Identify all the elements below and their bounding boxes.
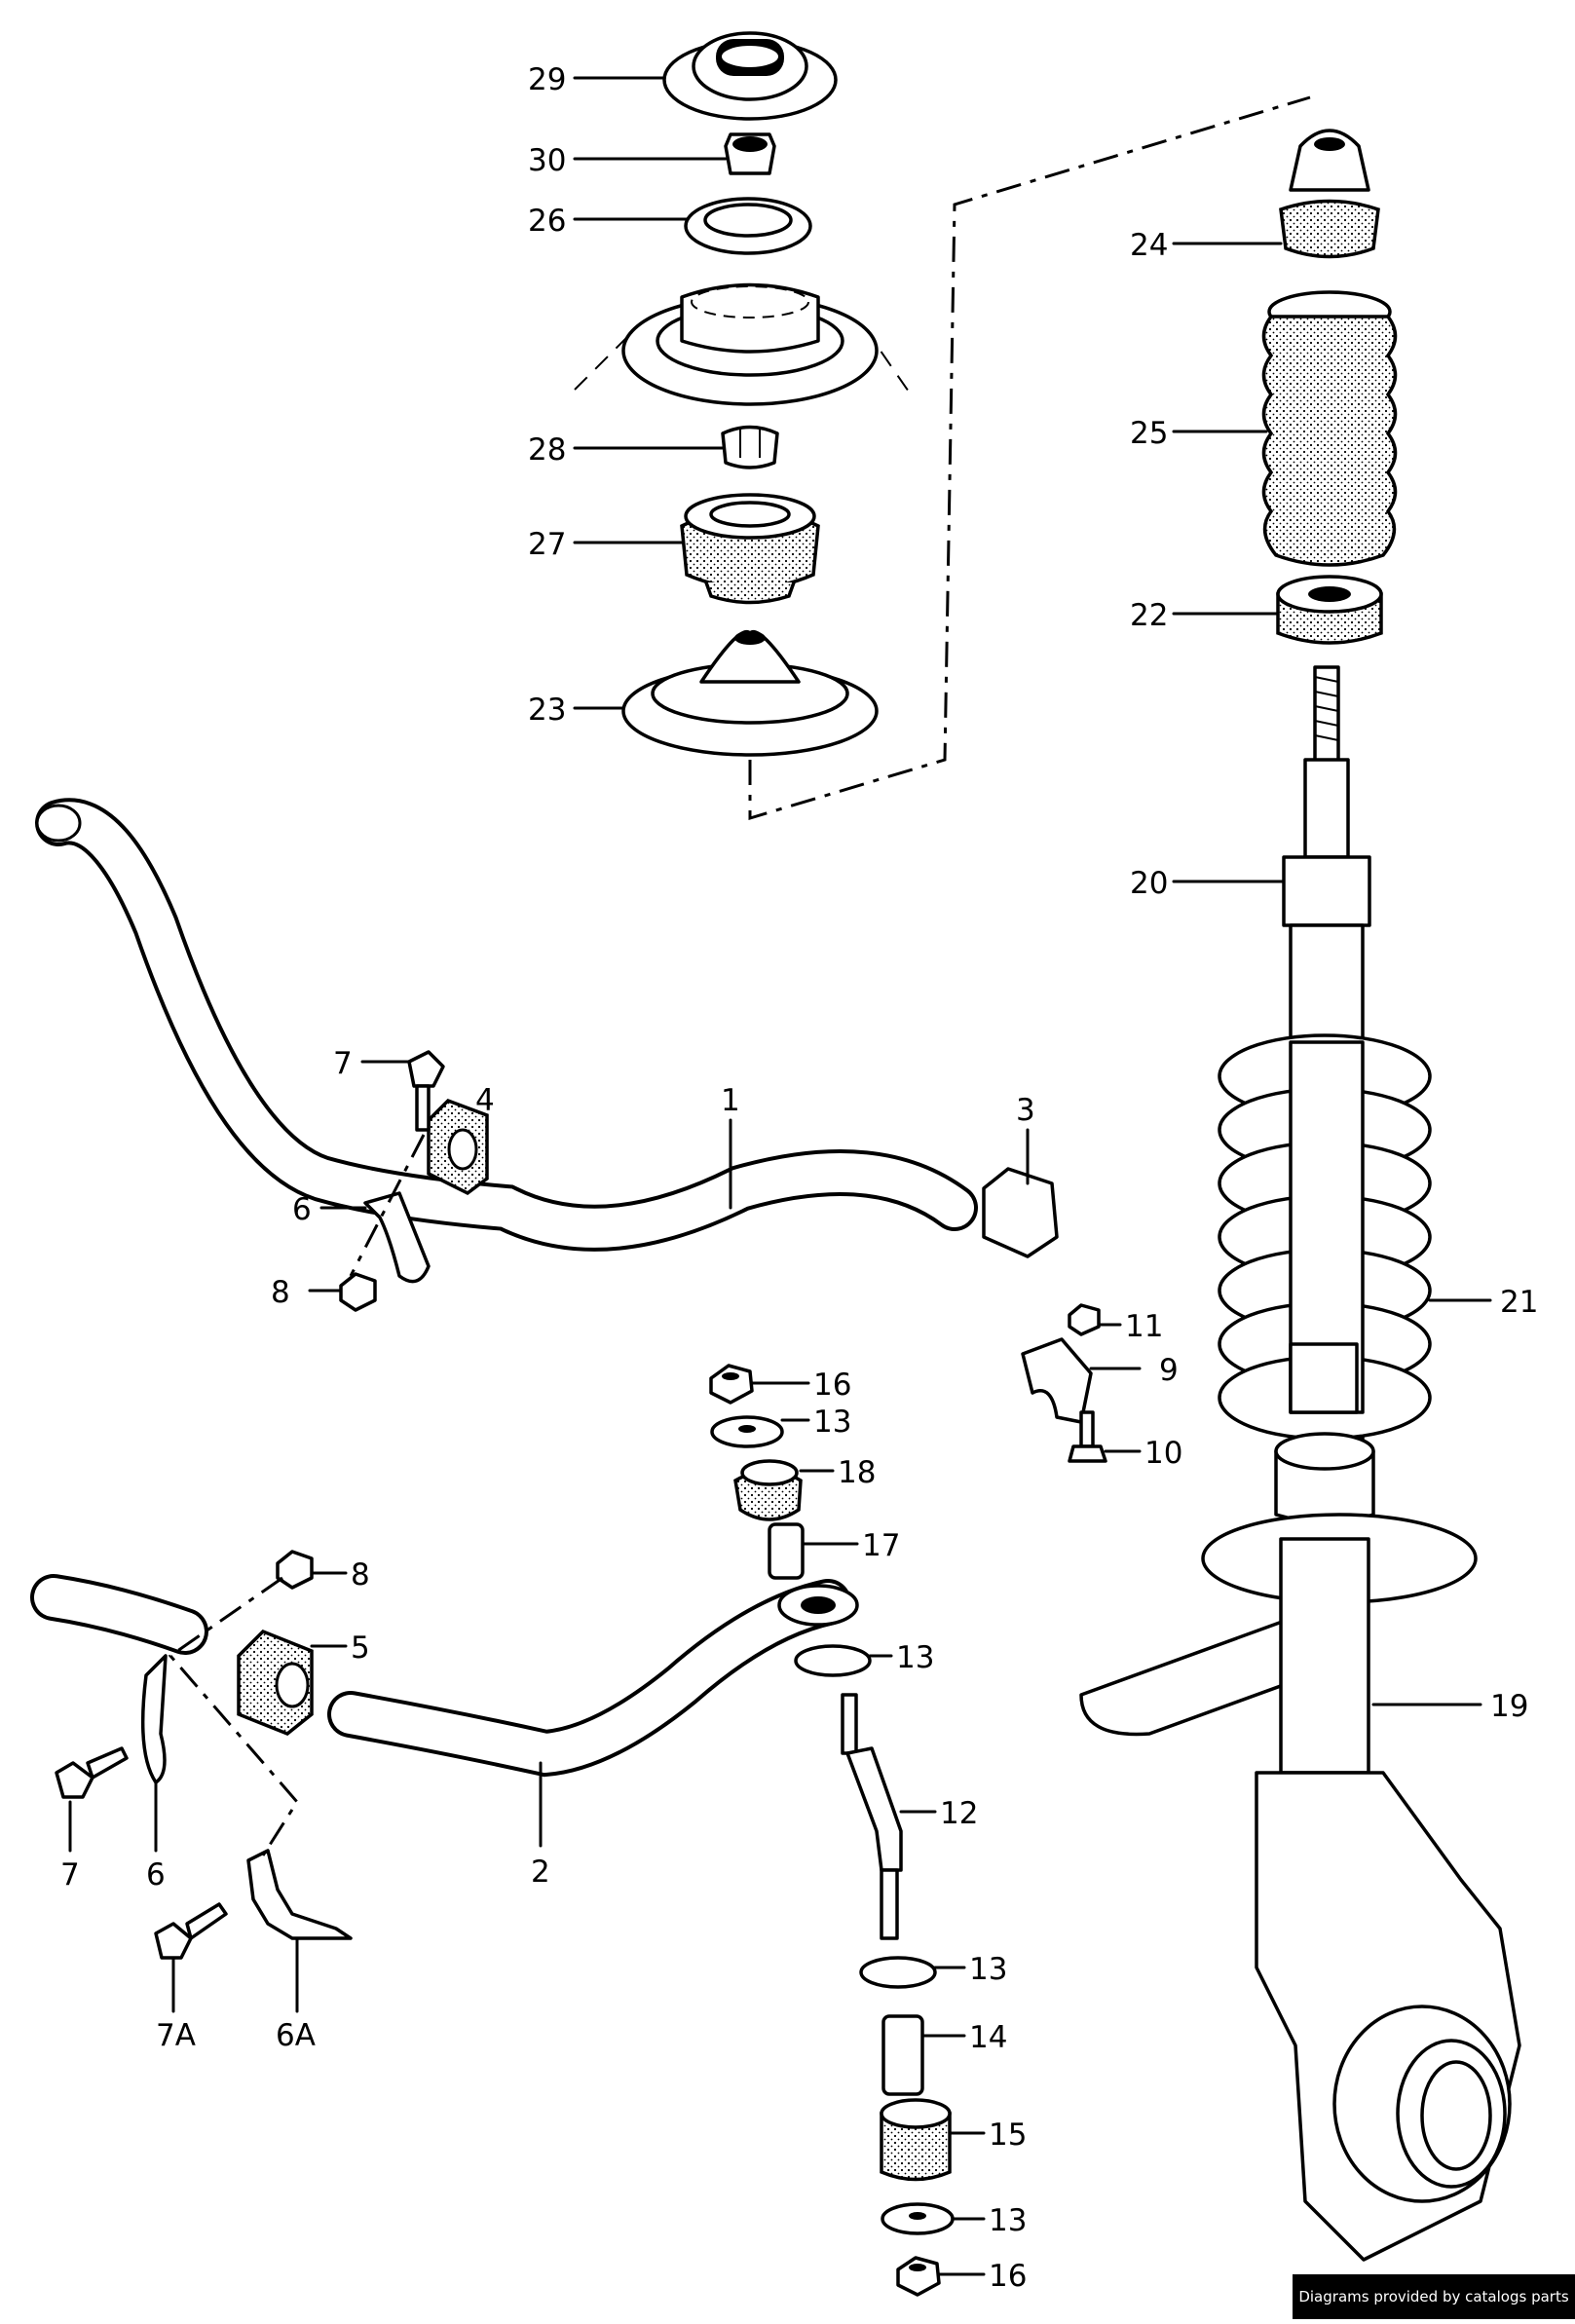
part-21-coil-spring [1218,1033,1432,1441]
callout-8-lower: 8 [351,1557,370,1593]
callout-23: 23 [528,693,566,728]
callout-30: 30 [528,143,566,178]
part-7A-bolt [154,1902,228,1960]
part-24-bump-stop [1279,129,1380,259]
callout-13-mid: 13 [896,1640,934,1675]
part-8b-nut [276,1550,314,1590]
callout-13-bottom: 13 [989,2203,1027,2238]
part-25-dust-boot [1261,290,1398,567]
part-19-strut-housing [1079,1432,1521,2262]
callout-11: 11 [1125,1309,1163,1344]
callout-13-low: 13 [969,1952,1007,1987]
bar2-assembly-line [168,1576,299,1856]
callout-25: 25 [1130,416,1168,451]
callout-12: 12 [940,1796,978,1831]
part-28-sleeve [721,425,779,469]
callout-10: 10 [1144,1436,1182,1471]
part-22-spacer [1276,575,1383,645]
part-27-bearing [680,493,820,605]
callout-18: 18 [838,1455,876,1490]
callout-28: 28 [528,432,566,468]
callout-2: 2 [531,1855,550,1890]
part-15-bushing [880,2098,952,2182]
callout-14: 14 [969,2020,1007,2055]
credit-banner: Diagrams provided by catalogs parts [1293,2274,1575,2319]
part-16a-nut [709,1364,754,1405]
callout-4: 4 [475,1083,495,1118]
part-7b-bolt [55,1746,129,1799]
part-12-link-rod [841,1693,903,1940]
callout-7: 7 [333,1046,353,1081]
assembly-line [748,95,1311,821]
callout-24: 24 [1130,228,1168,263]
part-26-washer [684,197,812,255]
part-13d-washer [881,2202,955,2235]
part-13a-washer [710,1415,784,1448]
part-13c-washer [859,1956,937,1989]
part-9-clamp [1021,1337,1093,1424]
callout-26: 26 [528,204,566,239]
callout-6-lower: 6 [146,1857,166,1893]
callout-6A: 6A [276,2018,316,2053]
callout-7A: 7A [156,2018,196,2053]
callout-16-bottom: 16 [989,2259,1027,2294]
callout-7-lower: 7 [60,1857,80,1893]
callout-5: 5 [351,1631,370,1666]
part-8-nut [339,1272,377,1312]
part-10-bolt [1068,1410,1107,1463]
body-panel-outline [574,282,912,406]
callout-16-top: 16 [813,1368,851,1403]
part-6b-clamp [140,1654,168,1784]
part-5-bushing [237,1629,314,1737]
callout-22: 22 [1130,598,1168,633]
part-7-bolt [407,1050,445,1132]
part-3-bushing [982,1167,1059,1258]
part-4-bushing [427,1098,489,1196]
leader-lines [68,76,1492,2276]
callout-3: 3 [1016,1093,1035,1128]
part-30-nut [724,132,776,175]
part-13b-washer [794,1644,872,1677]
callout-27: 27 [528,527,566,562]
callout-17: 17 [862,1528,900,1563]
part-23-seat [621,629,879,757]
callout-21: 21 [1500,1285,1538,1320]
callout-20: 20 [1130,866,1168,901]
callout-29: 29 [528,62,566,97]
part-16b-nut [896,2256,941,2297]
part-6A-bracket [246,1849,353,1940]
part-18-bushing [733,1459,803,1521]
callout-9: 9 [1159,1353,1179,1388]
part-29-mount-cap [662,31,838,121]
callout-6: 6 [292,1192,312,1227]
part-1-stabilizer-bar [35,798,978,1252]
part-2-stabilizer-bar [30,1574,859,1778]
part-11-nut [1068,1303,1101,1336]
callout-labels: 29 30 26 28 27 23 24 25 22 20 21 19 1 3 … [60,62,1538,2294]
callout-8: 8 [271,1275,290,1310]
callout-19: 19 [1490,1689,1528,1724]
part-14-sleeve [881,2014,924,2096]
callout-13-top: 13 [813,1405,851,1440]
callout-15: 15 [989,2118,1027,2153]
part-17-sleeve [768,1522,805,1580]
callout-1: 1 [721,1083,740,1118]
